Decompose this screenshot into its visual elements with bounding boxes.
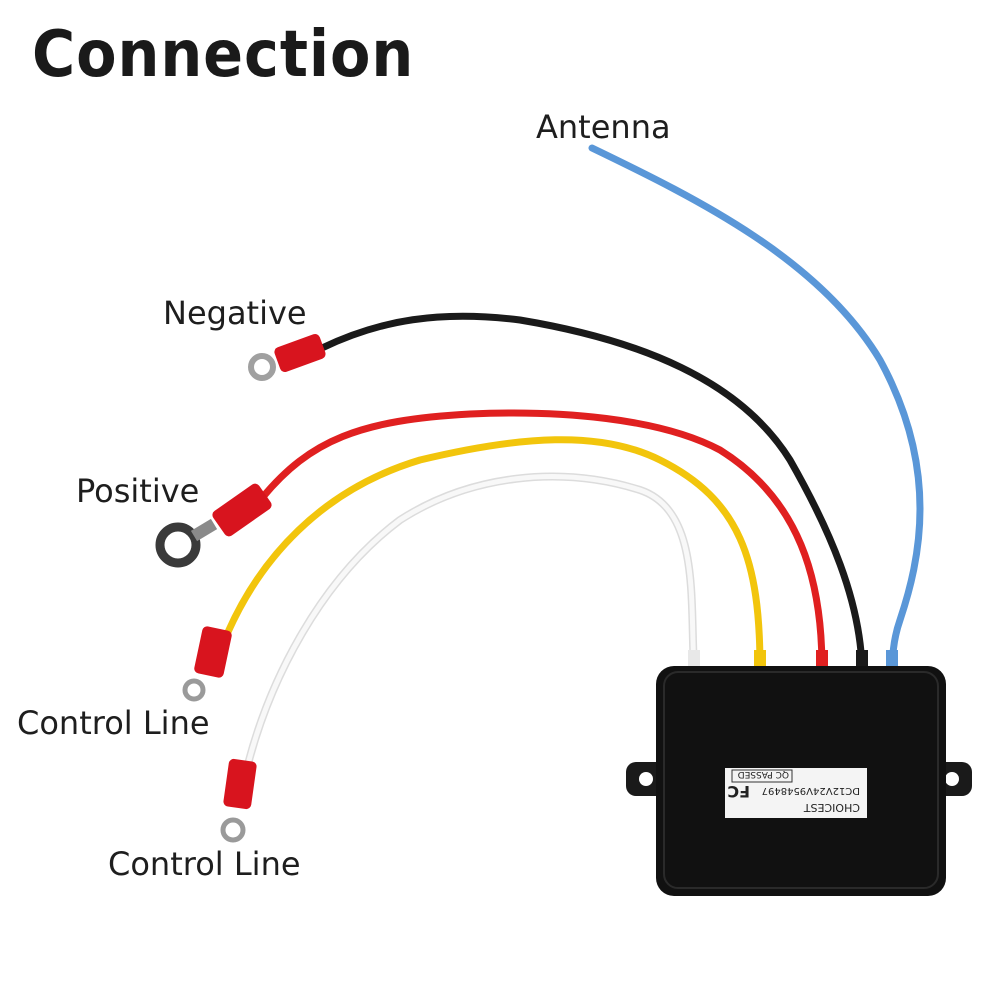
sticker-brand: CHOICEST [804, 801, 860, 814]
control-line-1-label: Control Line [17, 704, 210, 742]
positive-terminal [155, 483, 272, 568]
negative-label: Negative [163, 294, 307, 332]
antenna-label: Antenna [536, 108, 671, 146]
sticker-fcc: FC [727, 782, 750, 801]
control-line-1-wire [224, 436, 764, 672]
control-line-1-terminal [182, 626, 232, 702]
control-module: CHOICEST DC12V24V9548497 FC QC PASSED [626, 650, 972, 896]
antenna-wire [588, 144, 924, 672]
positive-wire [258, 409, 826, 672]
control-line-2-terminal [220, 758, 257, 843]
negative-terminal [248, 333, 326, 381]
negative-wire [318, 312, 866, 672]
page-title: Connection [32, 18, 415, 92]
module-sticker: CHOICEST DC12V24V9548497 FC QC PASSED [725, 768, 867, 818]
positive-label: Positive [76, 472, 200, 510]
sticker-qc: QC PASSED [738, 769, 789, 779]
sticker-voltage: DC12V24V9548497 [762, 785, 860, 796]
control-line-2-label: Control Line [108, 845, 301, 883]
